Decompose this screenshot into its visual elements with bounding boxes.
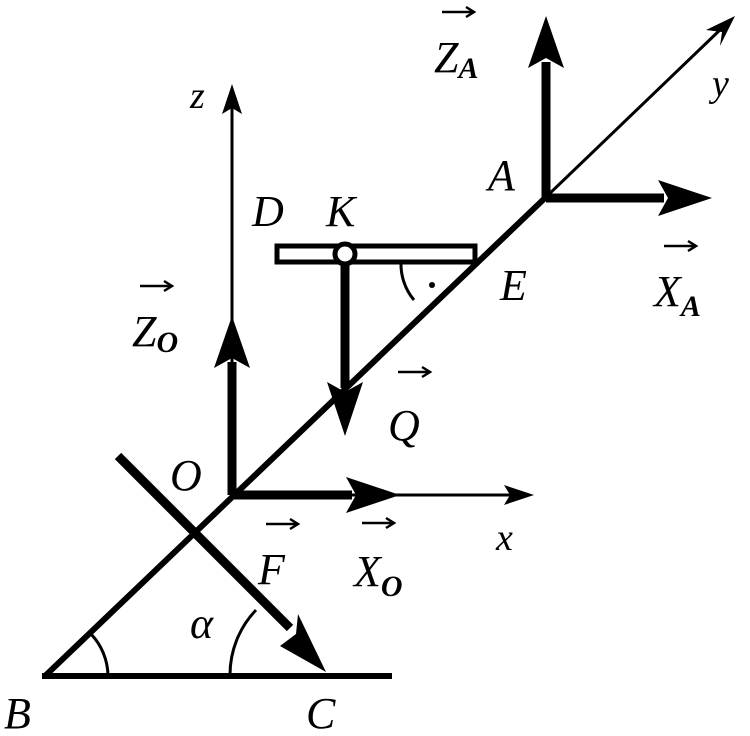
label-o: O <box>170 451 202 500</box>
right-angle-dot <box>429 282 435 288</box>
z-axis-arrowhead <box>222 84 242 114</box>
label-a: A <box>485 151 516 200</box>
label-force-xo: XO <box>352 547 403 603</box>
rod-ba <box>42 195 548 679</box>
y-axis-arrowhead <box>706 16 735 46</box>
force-xo-arrowhead <box>346 477 400 513</box>
hinge-k <box>332 241 358 267</box>
label-k: K <box>325 187 358 236</box>
label-force-q: Q <box>388 401 420 450</box>
angle-arc-alpha <box>228 608 258 677</box>
label-force-zo: ZO <box>132 307 178 359</box>
label-force-za: ZA <box>434 33 479 85</box>
label-force-xa: XA <box>652 267 701 323</box>
force-xa-arrowhead <box>658 180 712 216</box>
label-angle-alpha: α <box>190 599 214 648</box>
plate-de <box>274 243 478 265</box>
force-f-shaft <box>114 452 294 632</box>
y-axis <box>543 26 724 200</box>
label-axis-y: y <box>708 63 729 105</box>
angle-arc-e <box>399 261 416 301</box>
force-q-arrowhead <box>327 382 363 436</box>
force-zo-arrowhead <box>214 316 250 368</box>
label-axis-x: x <box>495 517 513 559</box>
label-c: C <box>306 689 336 736</box>
vector-accents <box>140 5 699 531</box>
angle-arc-b <box>88 631 110 677</box>
force-za-arrowhead <box>528 16 564 68</box>
label-force-f: F <box>257 545 286 594</box>
label-e: E <box>499 261 527 310</box>
label-axis-z: z <box>189 75 205 117</box>
force-f-arrowhead <box>280 614 326 672</box>
label-d: D <box>251 187 284 236</box>
label-b: B <box>4 689 31 736</box>
x-axis-arrowhead <box>504 485 534 505</box>
